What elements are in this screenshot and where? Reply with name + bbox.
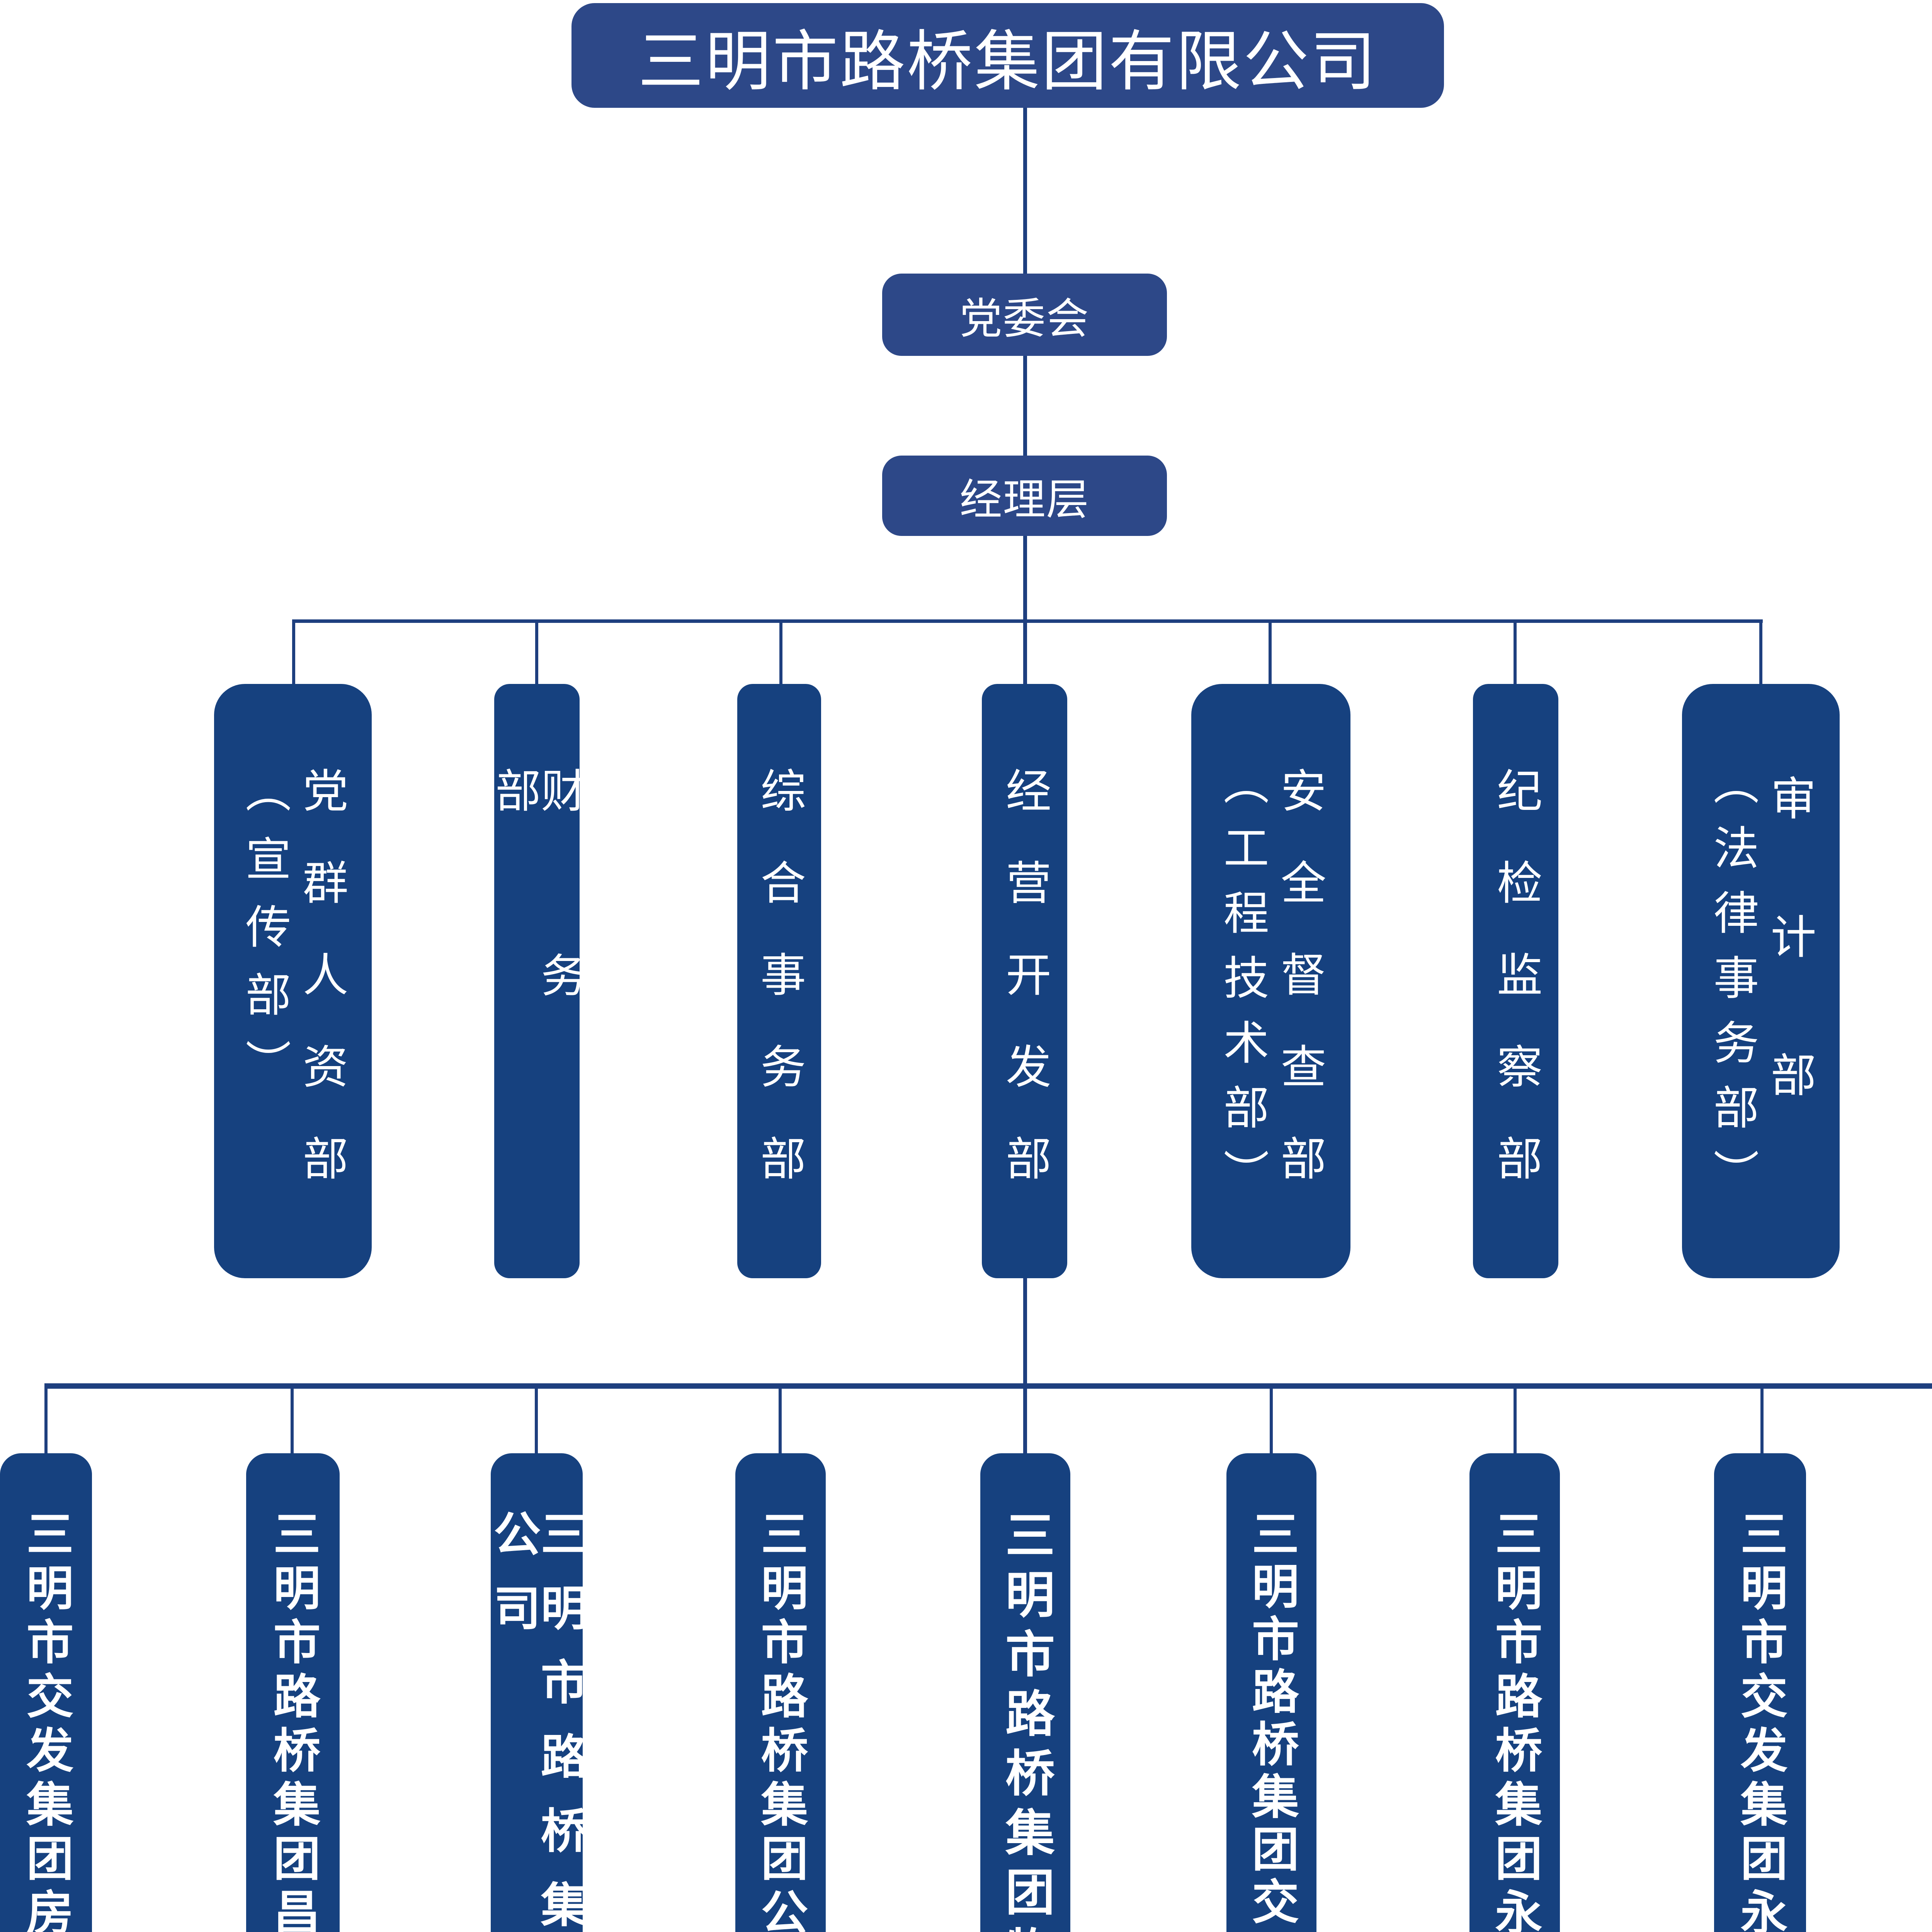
connector-business-dev-to-subsidiaries <box>1023 1278 1027 1454</box>
subsidiary-changsheng-highway[interactable]: 三明市路桥集团昌盛公路工程有限公司 <box>246 1453 340 1932</box>
subsidiary-engineering-construction[interactable]: 三明市路桥集团工程建设有限公司 <box>486 1453 588 1932</box>
root-node[interactable]: 三明市路桥集团有限公司 <box>571 3 1444 108</box>
connector-party-to-management <box>1023 356 1027 456</box>
subsidiary-label: 三明市路桥集团公路经营开发有限公司 <box>753 1509 808 1932</box>
subsidiary-label: 三明市路桥集团昌盛公路工程有限公司 <box>265 1509 320 1932</box>
sub-drop-6 <box>1270 1387 1273 1454</box>
dept-general-affairs-label: 综合事务部 <box>752 767 806 1227</box>
dept-discipline-inspection[interactable]: 纪检监察部 <box>1473 684 1558 1278</box>
party-committee-label: 党委会 <box>959 294 1090 344</box>
subsidiary-label: 三明市路桥集团物资贸易有限公司 <box>997 1509 1054 1932</box>
dept-party-hr[interactable]: 党群人资部 （宣传部） <box>214 684 372 1278</box>
dept-safety-supervision[interactable]: 安全督查部 （工程技术部） <box>1191 684 1350 1278</box>
dept-party-hr-line-2: （宣传部） <box>238 767 291 1107</box>
dept-drop-1 <box>292 619 295 685</box>
subsidiary-yongda-testing[interactable]: 三明市交发集团永达工程检测有限公司 <box>1714 1453 1806 1932</box>
dept-finance-label: 财务部 <box>487 767 587 1136</box>
dept-safety-supervision-line-2: （工程技术部） <box>1216 759 1269 1214</box>
subsidiary-label: 三明市交发集团永达工程检测有限公司 <box>1733 1509 1787 1932</box>
subsidiary-real-estate[interactable]: 三明市交发集团房地产开发有限公司 <box>0 1453 92 1932</box>
sub-drop-7 <box>1514 1387 1517 1454</box>
party-committee-node[interactable]: 党委会 <box>882 274 1167 356</box>
management-label: 经理层 <box>959 475 1090 524</box>
sub-drop-8 <box>1760 1387 1764 1454</box>
dept-business-development-label: 经营开发部 <box>998 767 1051 1227</box>
dept-business-development[interactable]: 经营开发部 <box>982 684 1067 1278</box>
connector-root-to-party <box>1023 108 1027 274</box>
management-node[interactable]: 经理层 <box>882 456 1167 536</box>
subsidiary-transport-planning-design[interactable]: 三明市路桥集团交通规划设计院有限公司 <box>1226 1453 1316 1932</box>
dept-general-affairs[interactable]: 综合事务部 <box>737 684 821 1278</box>
sub-drop-5 <box>1023 1387 1027 1454</box>
sub-drop-2 <box>291 1387 294 1454</box>
connector-management-to-departments <box>1023 536 1027 621</box>
subsidiary-materials-trading[interactable]: 三明市路桥集团物资贸易有限公司 <box>980 1453 1070 1932</box>
dept-audit-legal[interactable]: 审计部 （法律事务部） <box>1682 684 1840 1278</box>
subsidiary-highway-operation[interactable]: 三明市路桥集团公路经营开发有限公司 <box>735 1453 826 1932</box>
dept-finance[interactable]: 财务部 <box>487 684 587 1278</box>
dept-drop-4 <box>1023 619 1027 685</box>
subsidiary-label: 三明市路桥集团交通规划设计院有限公司 <box>1244 1509 1299 1932</box>
dept-drop-6 <box>1514 619 1517 685</box>
dept-drop-7 <box>1759 619 1762 685</box>
sub-drop-1 <box>44 1387 48 1454</box>
subsidiaries-bus <box>44 1383 1932 1389</box>
dept-audit-legal-line-1: 审计部 <box>1763 775 1816 1190</box>
sub-drop-3 <box>535 1387 538 1454</box>
dept-safety-supervision-line-1: 安全督查部 <box>1273 767 1326 1227</box>
subsidiary-yongda-consulting[interactable]: 三明市路桥集团永达工程咨询有限公司 <box>1469 1453 1560 1932</box>
departments-bus <box>292 619 1763 623</box>
dept-audit-legal-line-2: （法律事务部） <box>1706 759 1759 1214</box>
subsidiary-label: 三明市路桥集团工程建设有限公司 <box>486 1509 588 1932</box>
subsidiary-label: 三明市交发集团房地产开发有限公司 <box>19 1509 73 1932</box>
dept-drop-3 <box>779 619 782 685</box>
dept-drop-2 <box>535 619 538 685</box>
dept-discipline-inspection-label: 纪检监察部 <box>1489 767 1543 1227</box>
subsidiary-label: 三明市路桥集团永达工程咨询有限公司 <box>1487 1509 1542 1932</box>
dept-party-hr-line-1: 党群人资部 <box>295 767 348 1227</box>
dept-drop-5 <box>1269 619 1272 685</box>
sub-drop-4 <box>779 1387 782 1454</box>
root-node-label: 三明市路桥集团有限公司 <box>638 23 1378 100</box>
